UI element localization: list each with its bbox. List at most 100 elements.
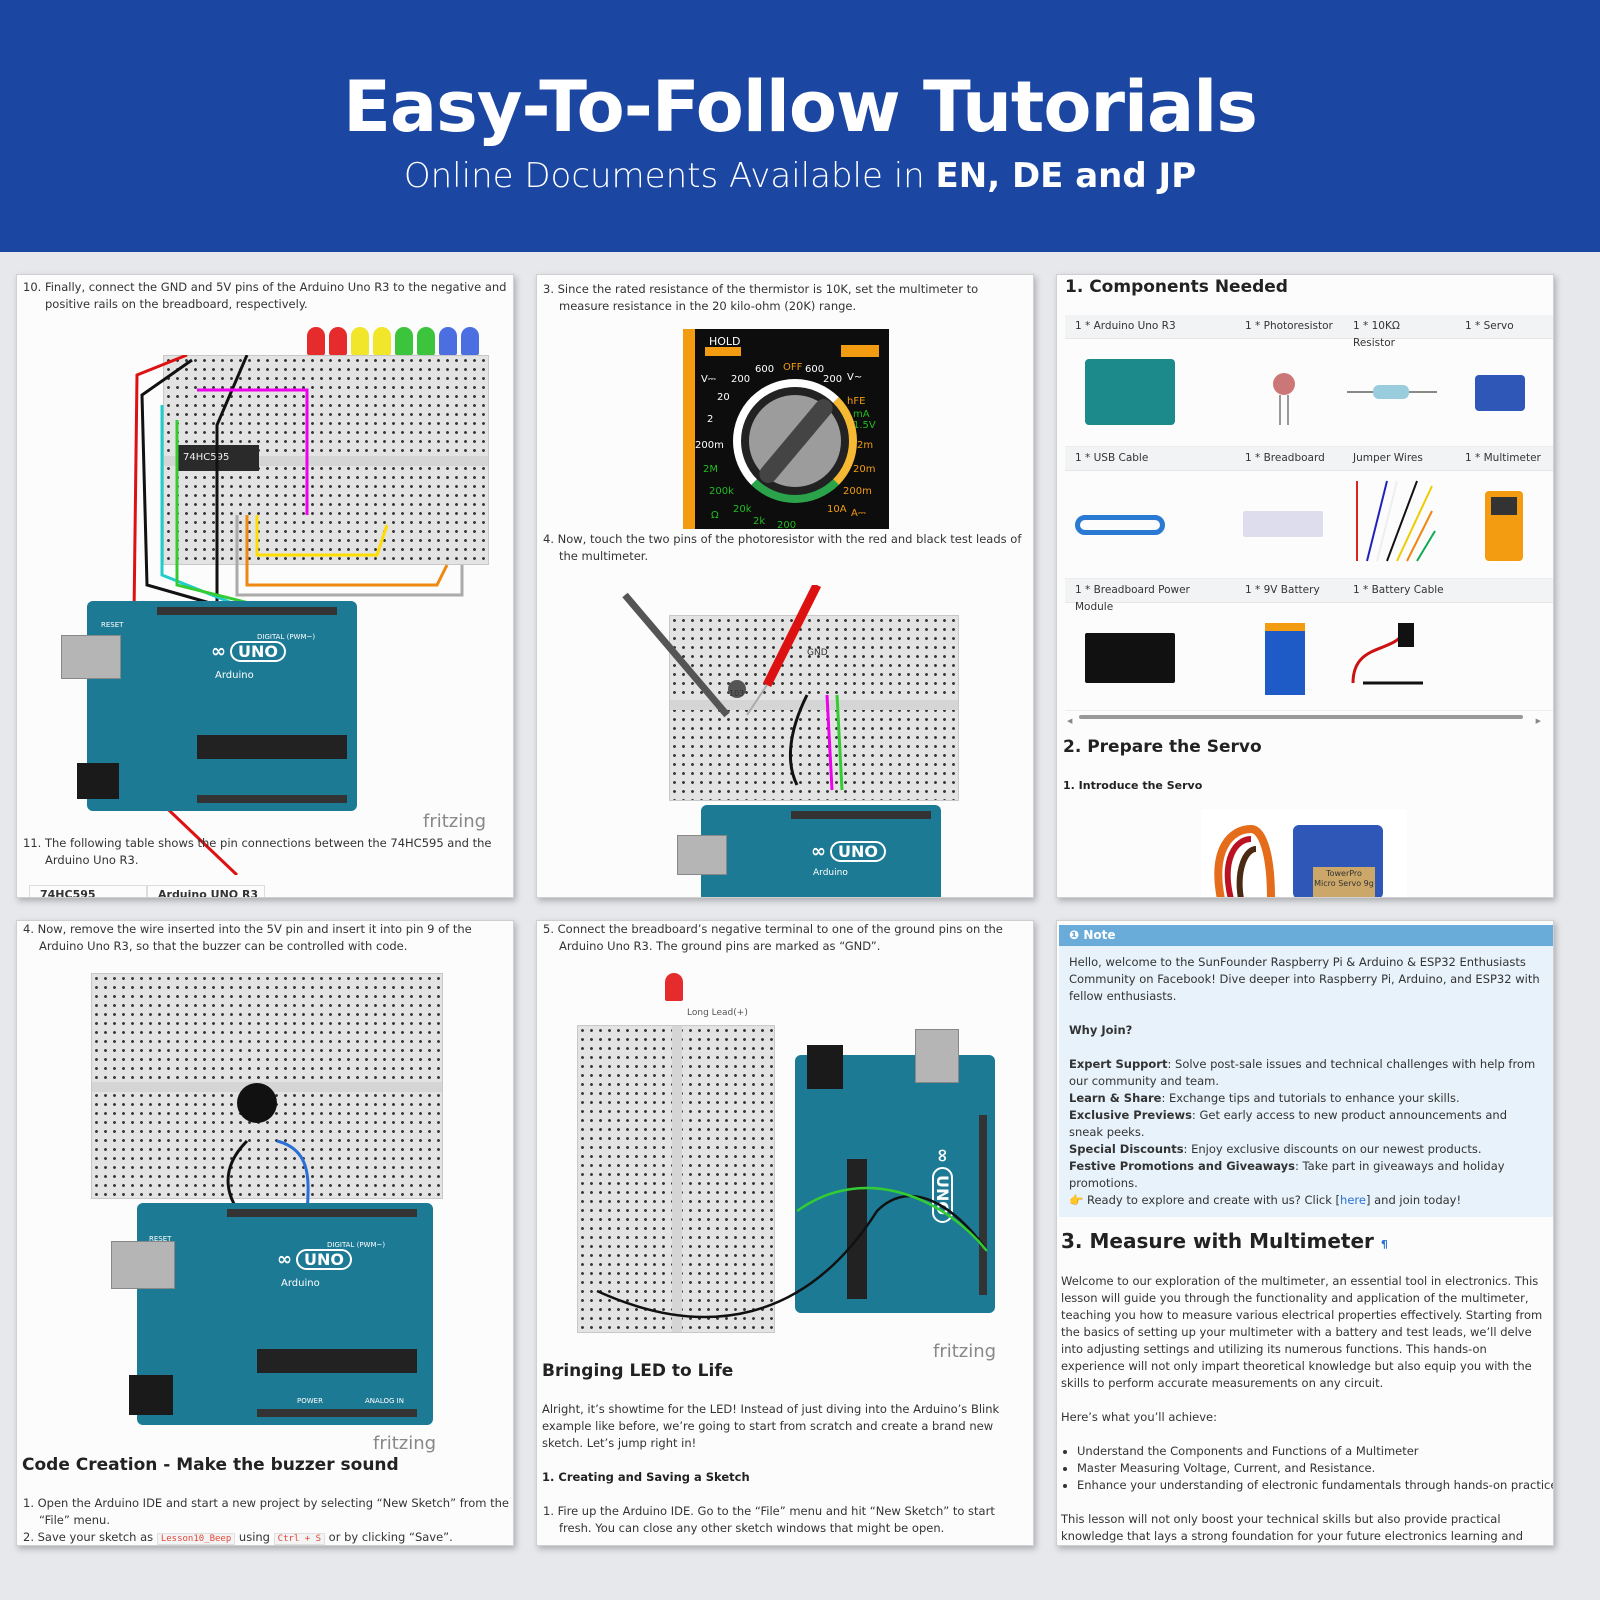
power-jack (77, 763, 119, 799)
achieve-text: Here’s what you’ll achieve: (1061, 1410, 1217, 1424)
arduino-board-image (1065, 339, 1235, 447)
component-label: 1 * Photoresistor (1235, 315, 1343, 339)
intro-text: Alright, it’s showtime for the LED! Inst… (542, 1402, 1000, 1450)
jumper-wires (130, 355, 464, 875)
breadboard (669, 615, 959, 801)
achieve-list: Understand the Components and Functions … (1077, 1443, 1553, 1494)
pointing-hand-icon: 👉 (1069, 1193, 1087, 1207)
step-4-text: 4. Now, remove the wire inserted into th… (23, 922, 472, 953)
arduino-logo: ∞UNO (211, 641, 286, 662)
long-lead-label: Long Lead(+) (687, 1008, 748, 1018)
code-sketch-name: Lesson10_Beep (156, 1533, 236, 1545)
led (665, 973, 683, 1001)
servo-image (1455, 339, 1553, 447)
step-10-text: 10. Finally, connect the GND and 5V pins… (23, 280, 507, 311)
usb-port (111, 1241, 175, 1289)
component-label: 1 * USB Cable (1065, 447, 1235, 471)
battery-image (1235, 603, 1343, 711)
usb-cable-image (1065, 471, 1235, 579)
measure-intro: Welcome to our exploration of the multim… (1061, 1274, 1543, 1390)
info-icon: ❶ (1069, 928, 1084, 942)
multimeter-image (1455, 471, 1553, 579)
component-label: 1 * 9V Battery (1235, 579, 1343, 603)
buzzer (237, 1083, 277, 1123)
photoresistor-label: 103 (729, 689, 745, 698)
component-label: 1 * 10KΩ Resistor (1343, 315, 1455, 349)
step-5-text: 5. Connect the breadboard’s negative ter… (543, 922, 1003, 953)
arduino-uno-board: RESET DIGITAL (PWM~) ∞UNO Arduino POWER … (137, 1203, 433, 1425)
banner-subtitle: Online Documents Available in EN, DE and… (0, 156, 1600, 196)
photoresistor (728, 680, 746, 698)
gnd-wires (596, 1186, 989, 1319)
multimeter-dial: HOLD OFF 600 600 V⎓ 200 200 V~ 20 hFE 2 … (683, 329, 889, 531)
measure-outro: This lesson will not only boost your tec… (1061, 1512, 1524, 1543)
permalink-icon[interactable]: ¶ (1380, 1238, 1388, 1251)
prepare-servo-heading: 2. Prepare the Servo (1063, 737, 1262, 757)
table-header: Arduino UNO R3 (147, 885, 265, 897)
power-jack (807, 1045, 843, 1089)
panel-led-wiring: 5. Connect the breadboard’s negative ter… (536, 920, 1034, 1546)
arduino-name: Arduino (215, 670, 254, 681)
usb-port (915, 1029, 959, 1083)
component-label: 1 * Breadboard (1235, 447, 1343, 471)
list-item: Understand the Components and Functions … (1077, 1443, 1553, 1460)
step-4-text: 4. Now, touch the two pins of the photor… (543, 532, 1022, 563)
empty-image (1455, 603, 1553, 711)
banner-title: Easy-To-Follow Tutorials (343, 66, 1258, 148)
introduce-servo-heading: 1. Introduce the Servo (1063, 779, 1203, 792)
note-intro: Hello, welcome to the SunFounder Raspber… (1069, 955, 1540, 1003)
led-row (307, 327, 479, 355)
benefit-item: Festive Promotions and Giveaways: Take p… (1069, 1159, 1505, 1190)
photoresistor-image (1235, 339, 1343, 447)
fritzing-watermark: fritzing (373, 1433, 437, 1454)
table-header: 74HC595 (29, 885, 147, 897)
battery-cable-image (1343, 603, 1455, 711)
measure-heading: 3. Measure with Multimeter ¶ (1061, 1229, 1388, 1253)
component-label: Jumper Wires (1343, 447, 1455, 471)
digital-label: DIGITAL (PWM~) (257, 633, 316, 641)
table-scrollbar[interactable]: ◀ ▶ (1067, 715, 1541, 725)
jumper-wires-image (1343, 471, 1455, 579)
servo-model: Micro Servo 9g (1314, 879, 1374, 888)
here-link[interactable]: here (1340, 1193, 1366, 1207)
banner-header: Easy-To-Follow Tutorials Online Document… (0, 0, 1600, 252)
step-1-text: 1. Open the Arduino IDE and start a new … (23, 1496, 509, 1527)
panel-74hc595-wiring: 10. Finally, connect the GND and 5V pins… (16, 274, 514, 898)
step-3-text: 3. Since the rated resistance of the the… (543, 282, 979, 313)
code-creation-heading: Code Creation - Make the buzzer sound (22, 1455, 399, 1475)
fritzing-watermark: fritzing (933, 1341, 997, 1362)
creating-sketch-heading: 1. Creating and Saving a Sketch (542, 1470, 750, 1484)
component-label: 1 * Multimeter (1455, 447, 1553, 471)
step-11-text: 11. The following table shows the pin co… (23, 836, 492, 867)
components-heading: 1. Components Needed (1065, 277, 1288, 297)
subtitle-text: Online Documents Available in (403, 156, 936, 196)
fritzing-watermark: fritzing (423, 811, 487, 832)
note-header: ❶ Note (1059, 925, 1553, 946)
component-label: 1 * Breadboard Power Module (1065, 579, 1235, 613)
why-join: Why Join? (1069, 1023, 1133, 1037)
step-2-text: 2. Save your sketch as Lesson10_Beep usi… (23, 1530, 453, 1545)
benefit-item: Learn & Share: Exchange tips and tutoria… (1069, 1091, 1460, 1105)
subtitle-languages: EN, DE and JP (935, 156, 1197, 196)
reset-label: RESET (101, 621, 124, 629)
benefit-item: Exclusive Previews: Get early access to … (1069, 1108, 1508, 1139)
servo-brand: TowerPro (1326, 869, 1362, 878)
component-label (1455, 579, 1553, 603)
component-label: 1 * Servo (1455, 315, 1553, 339)
cta-text: 👉 Ready to explore and create with us? C… (1069, 1193, 1462, 1207)
component-label: 1 * Battery Cable (1343, 579, 1455, 603)
power-jack (129, 1375, 173, 1415)
benefit-item: Expert Support: Solve post-sale issues a… (1069, 1057, 1536, 1088)
arduino-uno-board: ∞UNO Arduino (701, 805, 941, 897)
breadboard (577, 1025, 775, 1333)
benefit-item: Special Discounts: Enjoy exclusive disco… (1069, 1142, 1482, 1156)
panel-community-note: ❶ Note Hello, welcome to the SunFounder … (1056, 920, 1554, 1546)
panel-multimeter-photoresistor: 3. Since the rated resistance of the the… (536, 274, 1034, 898)
power-module-image (1065, 603, 1235, 711)
arduino-uno-board: RESET DIGITAL (PWM~) ∞UNO Arduino (87, 601, 357, 811)
note-box: ❶ Note Hello, welcome to the SunFounder … (1059, 925, 1553, 1217)
